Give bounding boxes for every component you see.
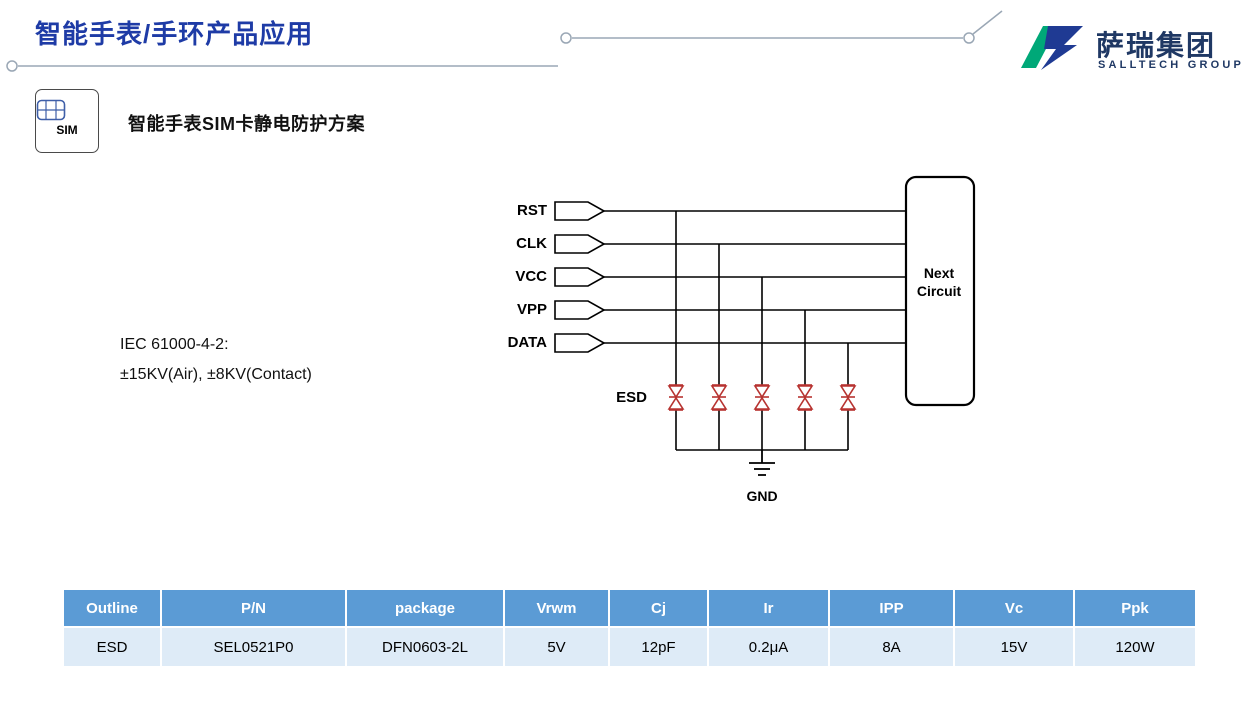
table-row: ESD SEL0521P0 DFN0603-2L 5V 12pF 0.2μA 8… (62, 626, 1197, 668)
cell-outline: ESD (62, 626, 162, 668)
logo-brand-subtitle: SALLTECH GROUP (1098, 59, 1245, 71)
cell-ppk: 120W (1073, 626, 1197, 668)
gnd-label: GND (746, 488, 778, 504)
section-heading: 智能手表SIM卡静电防护方案 (128, 114, 365, 134)
sim-card-icon: SIM (35, 89, 99, 153)
col-header-ir: Ir (707, 588, 830, 628)
ground-symbol-icon (749, 450, 775, 476)
page-title: 智能手表/手环产品应用 (35, 19, 314, 49)
signal-label-vpp: VPP (516, 301, 547, 318)
esd-spec-table: Outline P/N package Vrwm Cj Ir IPP Vc Pp… (62, 588, 1197, 668)
cell-ipp: 8A (828, 626, 955, 668)
col-header-vc: Vc (953, 588, 1075, 628)
signal-label-vcc: VCC (515, 268, 547, 285)
cell-pn: SEL0521P0 (160, 626, 347, 668)
next-circuit-label: Next Circuit (916, 265, 962, 299)
iec-standard-line1: IEC 61000-4-2: (120, 336, 229, 353)
cell-vrwm: 5V (503, 626, 610, 668)
signal-wires (604, 210, 906, 344)
signal-label-rst: RST (517, 202, 547, 219)
col-header-package: package (345, 588, 505, 628)
signal-connector-icon (554, 201, 606, 353)
sim-chip-glyph-icon (36, 99, 66, 121)
col-header-ipp: IPP (828, 588, 955, 628)
table-header-row: Outline P/N package Vrwm Cj Ir IPP Vc Pp… (62, 588, 1197, 628)
iec-standard-note: IEC 61000-4-2: ±15KV(Air), ±8KV(Contact) (120, 330, 312, 390)
signal-label-clk: CLK (516, 235, 547, 252)
col-header-vrwm: Vrwm (503, 588, 610, 628)
cell-vc: 15V (953, 626, 1075, 668)
cell-ir: 0.2μA (707, 626, 830, 668)
col-header-ppk: Ppk (1073, 588, 1197, 628)
tvs-diode-icon (667, 384, 857, 411)
esd-drop-wires (675, 211, 849, 451)
sim-icon-label: SIM (56, 123, 78, 137)
col-header-outline: Outline (62, 588, 162, 628)
logo-brand-name: 萨瑞集团 (1096, 30, 1217, 61)
cell-cj: 12pF (608, 626, 709, 668)
cell-package: DFN0603-2L (345, 626, 505, 668)
col-header-pn: P/N (160, 588, 347, 628)
salltech-logo-icon (1021, 26, 1083, 70)
iec-standard-line2: ±15KV(Air), ±8KV(Contact) (120, 366, 312, 383)
esd-label: ESD (616, 389, 647, 406)
col-header-cj: Cj (608, 588, 709, 628)
signal-label-data: DATA (507, 334, 547, 351)
